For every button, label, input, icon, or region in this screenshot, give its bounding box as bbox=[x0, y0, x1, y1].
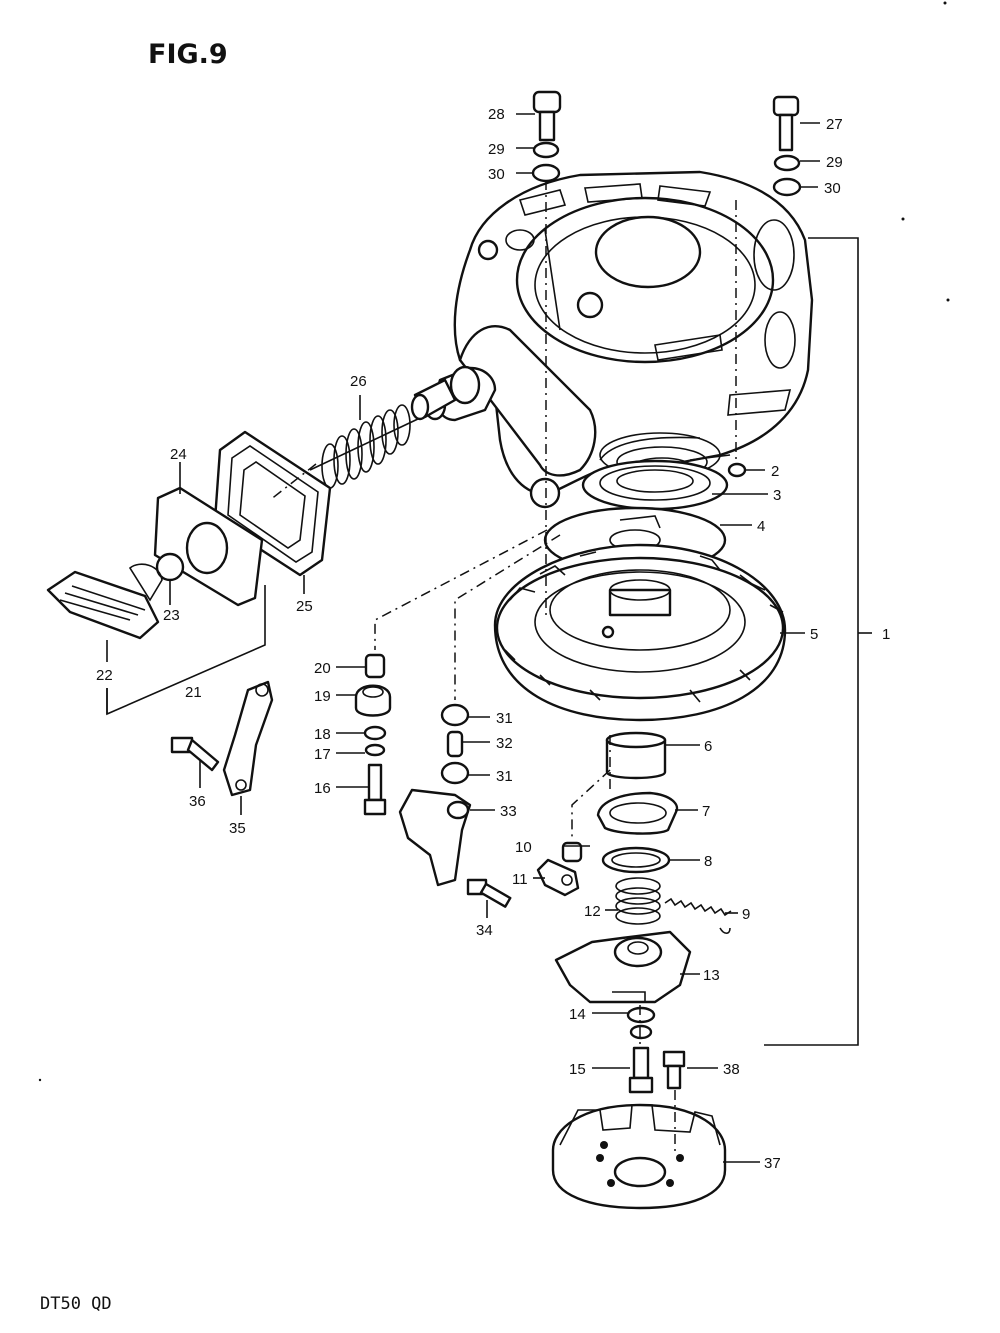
callout-22: 22 bbox=[96, 667, 113, 684]
bolt-36 bbox=[170, 736, 220, 772]
callout-14: 14 bbox=[569, 1006, 586, 1023]
figure-title: FIG.9 bbox=[148, 39, 228, 70]
return-spring bbox=[664, 897, 732, 935]
callout-36: 36 bbox=[189, 793, 206, 810]
callout-6: 6 bbox=[704, 738, 712, 755]
callout-labels: 1 2 3 4 5 6 7 8 9 10 11 12 13 14 15 16 1… bbox=[96, 106, 890, 1172]
bush-31-bottom bbox=[440, 761, 470, 785]
callout-29-left: 29 bbox=[488, 141, 505, 158]
bolt-27 bbox=[772, 95, 800, 152]
drive-ring bbox=[601, 846, 671, 874]
washer-30-right bbox=[772, 177, 802, 197]
callout-30-right: 30 bbox=[824, 180, 841, 197]
recoil-spring bbox=[581, 459, 729, 511]
starter-case bbox=[423, 170, 814, 509]
bolt-15 bbox=[628, 1046, 654, 1094]
knob-22 bbox=[46, 563, 163, 640]
pin-20 bbox=[364, 653, 386, 679]
assembly-bracket bbox=[764, 237, 872, 1046]
leader-lines bbox=[106, 113, 820, 1163]
pin-32 bbox=[446, 730, 464, 758]
model-label: DT50 QD bbox=[40, 1294, 112, 1314]
pawl-spring bbox=[615, 877, 661, 925]
callout-3: 3 bbox=[773, 487, 781, 504]
callout-28: 28 bbox=[488, 106, 505, 123]
callout-34: 34 bbox=[476, 922, 493, 939]
washer-14 bbox=[626, 1006, 656, 1040]
callout-17: 17 bbox=[314, 746, 331, 763]
rope-reel bbox=[493, 543, 787, 722]
callout-37: 37 bbox=[764, 1155, 781, 1172]
callout-1: 1 bbox=[882, 626, 890, 643]
callout-38: 38 bbox=[723, 1061, 740, 1078]
washer-29-right bbox=[773, 154, 801, 172]
bush-31-top bbox=[440, 703, 470, 727]
group-21-bracket bbox=[106, 585, 266, 716]
callout-9: 9 bbox=[742, 906, 750, 923]
callout-13: 13 bbox=[703, 967, 720, 984]
callout-32: 32 bbox=[496, 735, 513, 752]
callout-25: 25 bbox=[296, 598, 313, 615]
callout-5: 5 bbox=[810, 626, 818, 643]
nut-2 bbox=[727, 462, 747, 478]
callout-10: 10 bbox=[515, 839, 532, 856]
reel-bush bbox=[605, 731, 667, 780]
callout-30-left: 30 bbox=[488, 166, 505, 183]
bolt-28 bbox=[532, 90, 562, 142]
callout-20: 20 bbox=[314, 660, 331, 677]
pawl-guide bbox=[554, 930, 692, 1004]
washer-30-left bbox=[531, 163, 561, 183]
center-lines bbox=[269, 180, 737, 1155]
callout-15: 15 bbox=[569, 1061, 586, 1078]
washer-29-left bbox=[532, 141, 560, 159]
callout-33: 33 bbox=[500, 803, 517, 820]
callout-24: 24 bbox=[170, 446, 187, 463]
bolt-34 bbox=[466, 878, 512, 908]
callout-18: 18 bbox=[314, 726, 331, 743]
callout-19: 19 bbox=[314, 688, 331, 705]
callout-11: 11 bbox=[512, 871, 528, 888]
lever-33 bbox=[398, 788, 472, 887]
callout-29-right: 29 bbox=[826, 154, 843, 171]
drive-spring bbox=[596, 791, 679, 835]
bolt-16 bbox=[363, 763, 387, 816]
lock-rod bbox=[410, 378, 457, 421]
callout-31-top: 31 bbox=[496, 710, 513, 727]
callout-35: 35 bbox=[229, 820, 246, 837]
callout-8: 8 bbox=[704, 853, 712, 870]
callout-7: 7 bbox=[702, 803, 710, 820]
callout-26: 26 bbox=[350, 373, 367, 390]
callout-27: 27 bbox=[826, 116, 843, 133]
pawl-11 bbox=[536, 858, 580, 897]
washer-17 bbox=[364, 743, 386, 757]
pin-10 bbox=[561, 841, 583, 863]
callout-2: 2 bbox=[771, 463, 779, 480]
washer-18 bbox=[363, 725, 387, 741]
callout-12: 12 bbox=[584, 903, 601, 920]
collar-19 bbox=[354, 684, 392, 717]
lock-spring bbox=[309, 404, 421, 489]
link-35 bbox=[222, 680, 274, 797]
scan-specks bbox=[38, 1, 950, 1082]
callout-16: 16 bbox=[314, 780, 331, 797]
callout-4: 4 bbox=[757, 518, 765, 535]
callout-23: 23 bbox=[163, 607, 180, 624]
callout-31-bottom: 31 bbox=[496, 768, 513, 785]
starter-cup bbox=[551, 1103, 727, 1210]
bolt-38 bbox=[662, 1050, 686, 1090]
callout-21: 21 bbox=[185, 684, 202, 701]
